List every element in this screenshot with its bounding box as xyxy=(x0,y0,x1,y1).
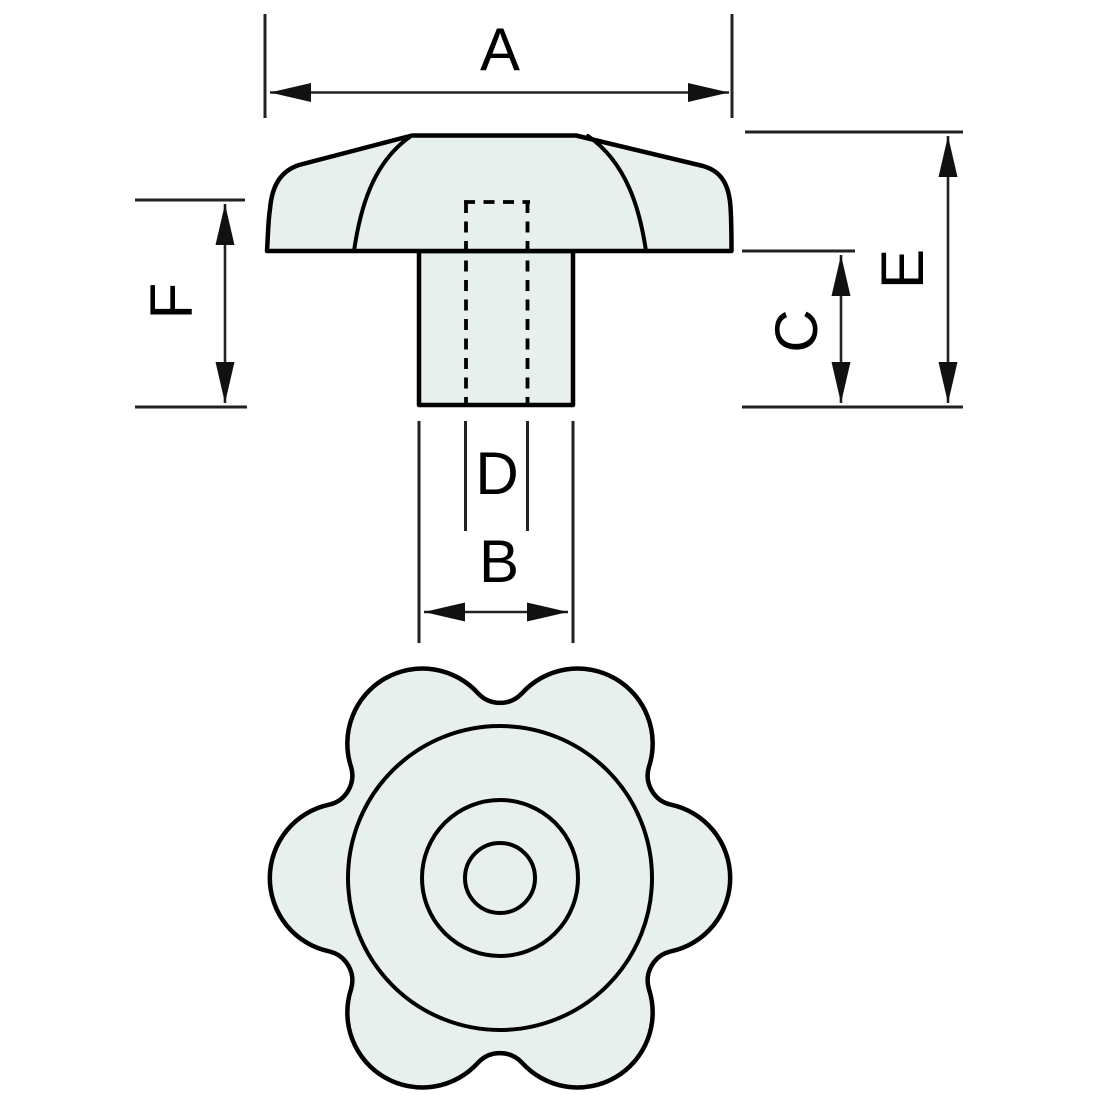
knob-stem xyxy=(416,248,576,408)
boss-circle xyxy=(420,798,580,958)
lobe-contour-left xyxy=(352,134,413,253)
knob-head xyxy=(264,133,734,254)
lobe-contour-right xyxy=(586,134,648,253)
outer-face-circle xyxy=(346,724,654,1032)
star-knob-outline xyxy=(267,666,733,1090)
dim-label-b: B xyxy=(479,528,519,595)
side-view xyxy=(264,133,734,408)
dim-label-a: A xyxy=(480,16,520,83)
center-hole-circle xyxy=(463,841,537,915)
dimensions: A E C F D B xyxy=(135,14,963,643)
dim-label-f: F xyxy=(138,283,205,320)
dim-label-c: C xyxy=(763,309,830,352)
dim-label-e: E xyxy=(869,249,936,289)
top-view xyxy=(267,666,733,1090)
dim-label-d: D xyxy=(475,440,518,507)
